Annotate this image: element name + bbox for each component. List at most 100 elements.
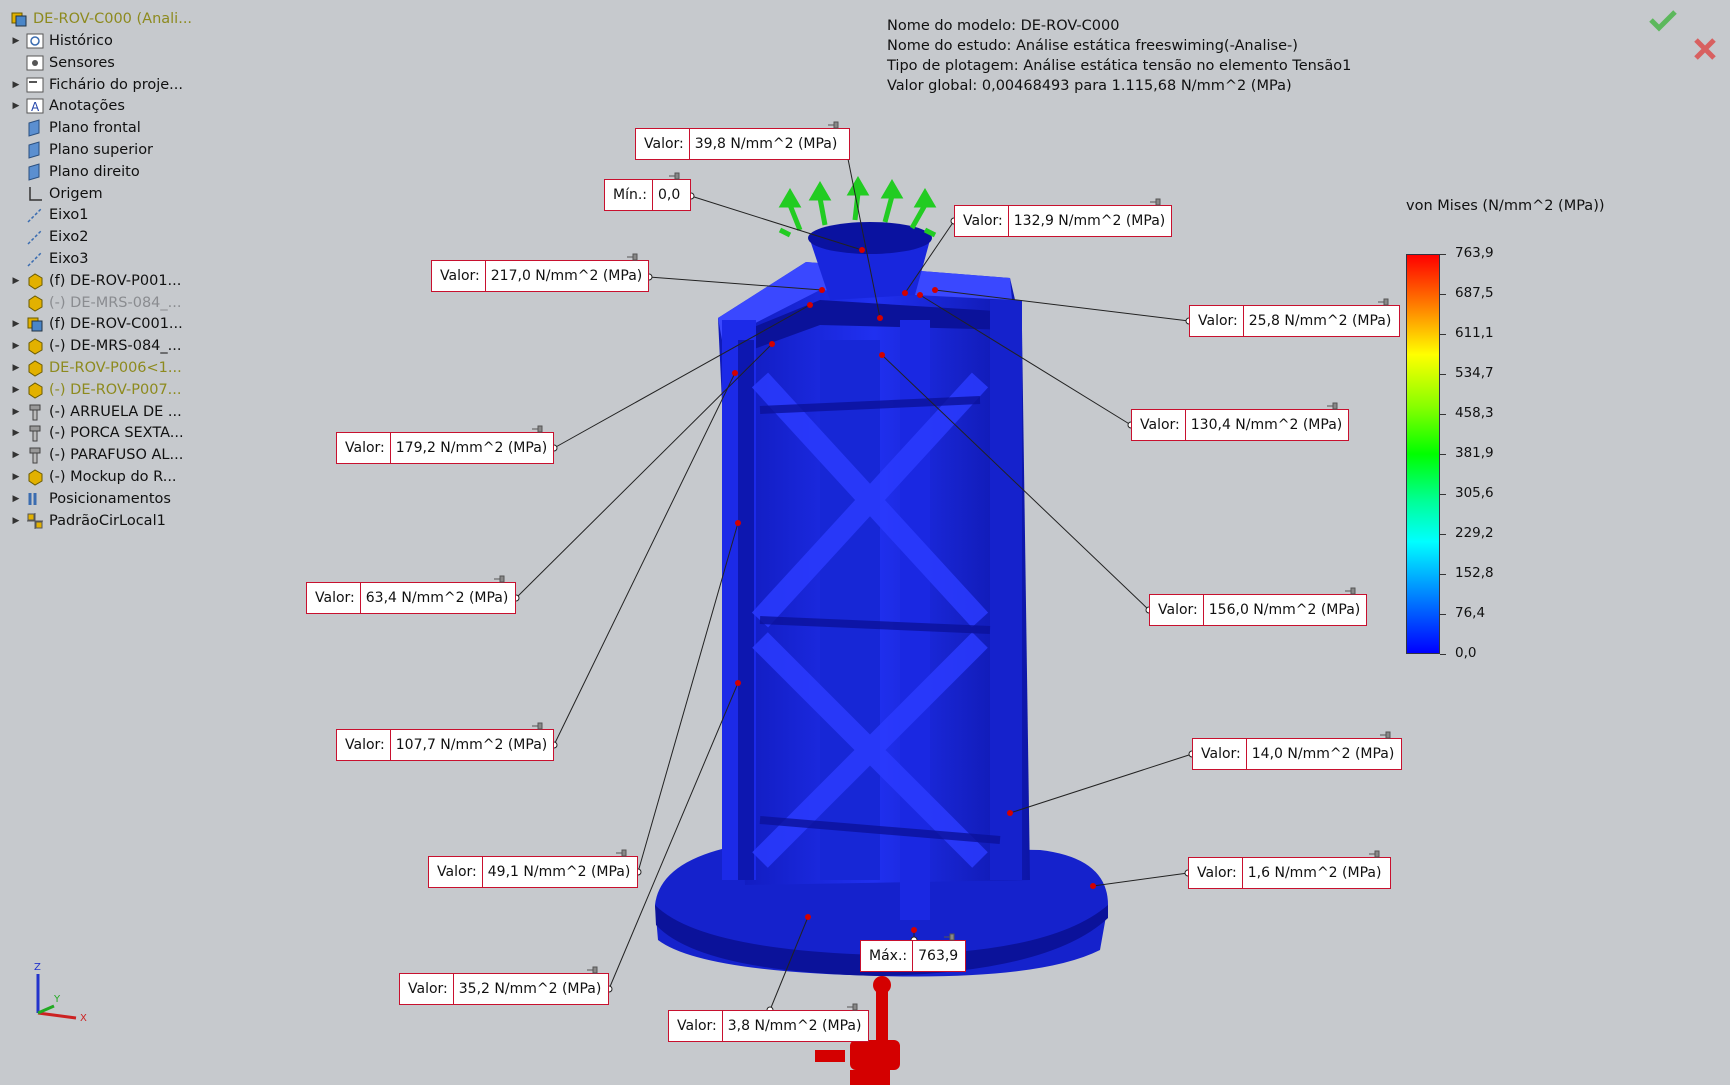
probe-callout[interactable]: Valor:130,4 N/mm^2 (MPa) (1131, 409, 1349, 441)
tree-item[interactable]: Sensores (8, 52, 198, 74)
pin-icon[interactable] (532, 418, 544, 433)
min-callout[interactable]: Mín.:0,0 (604, 179, 691, 211)
probe-callout[interactable]: Valor:25,8 N/mm^2 (MPa) (1189, 305, 1400, 337)
tree-item[interactable]: Plano frontal (8, 117, 198, 139)
expand-arrow-icon[interactable]: ▶ (12, 428, 20, 439)
tree-item[interactable]: ▶Fichário do proje... (8, 74, 198, 96)
pin-icon[interactable] (494, 568, 506, 583)
probe-callout[interactable]: Valor:156,0 N/mm^2 (MPa) (1149, 594, 1367, 626)
tree-item[interactable]: Plano direito (8, 161, 198, 183)
tree-item[interactable]: ▶(-) PORCA SEXTA... (8, 422, 198, 444)
callout-key: Valor: (1193, 739, 1247, 769)
probe-callout[interactable]: Valor:217,0 N/mm^2 (MPa) (431, 260, 649, 292)
leader-line (637, 522, 739, 873)
tree-item[interactable]: ▶ (f) DE-ROV-P001... (8, 270, 198, 292)
tree-item[interactable]: ▶Histórico (8, 30, 198, 52)
pin-icon[interactable] (669, 165, 681, 180)
pin-icon[interactable] (1327, 395, 1339, 410)
probe-point (902, 290, 908, 296)
tree-item[interactable]: ▶Posicionamentos (8, 488, 198, 510)
pin-icon[interactable] (1369, 843, 1381, 858)
pin-icon[interactable] (1150, 191, 1162, 206)
tree-item[interactable]: ▶ (f) DE-ROV-C001... (8, 313, 198, 335)
legend-tick (1440, 574, 1446, 575)
pin-icon[interactable] (1345, 580, 1357, 595)
expand-arrow-icon[interactable]: ▶ (12, 406, 20, 417)
probe-callout[interactable]: Valor:63,4 N/mm^2 (MPa) (306, 582, 516, 614)
tree-item[interactable]: Eixo2 (8, 226, 198, 248)
ok-check-icon[interactable] (1648, 8, 1678, 36)
callout-key: Valor: (955, 206, 1009, 236)
plane-icon (24, 163, 46, 181)
probe-callout[interactable]: Valor:14,0 N/mm^2 (MPa) (1192, 738, 1402, 770)
callout-key: Valor: (1189, 858, 1243, 888)
probe-point (932, 287, 938, 293)
callout-value: 763,9 (918, 948, 959, 964)
callout-value: 63,4 N/mm^2 (MPa) (365, 590, 509, 606)
callout-key: Valor: (1150, 595, 1204, 625)
pin-icon[interactable] (1378, 291, 1390, 306)
tree-item[interactable]: ▶(-) ARRUELA DE ... (8, 401, 198, 423)
callout-key: Valor: (429, 857, 483, 887)
probe-callout[interactable]: Valor:39,8 N/mm^2 (MPa) (635, 128, 850, 160)
probe-points (732, 247, 1096, 933)
close-icon[interactable] (1692, 36, 1718, 66)
probe-callout[interactable]: Valor:107,7 N/mm^2 (MPa) (336, 729, 554, 761)
max-callout[interactable]: Máx.:763,9 (860, 940, 966, 972)
expand-arrow-icon[interactable]: ▶ (12, 450, 20, 461)
pin-icon[interactable] (944, 926, 956, 941)
tree-item[interactable]: ▶(-) DE-MRS-084_... (8, 335, 198, 357)
callout-key: Valor: (432, 261, 486, 291)
expand-arrow-icon[interactable]: ▶ (12, 472, 20, 482)
tree-item[interactable]: ▶(-) PARAFUSO AL... (8, 444, 198, 466)
tree-item[interactable]: Plano superior (8, 139, 198, 161)
tree-item[interactable]: Eixo3 (8, 248, 198, 270)
expand-arrow-icon[interactable]: ▶ (12, 384, 20, 395)
probe-callout[interactable]: Valor:132,9 N/mm^2 (MPa) (954, 205, 1172, 237)
tree-item-label: (f) DE-ROV-P001... (49, 272, 182, 289)
fastener-icon (24, 424, 46, 442)
legend-tick-label: 687,5 (1455, 285, 1494, 301)
tree-item[interactable]: (-) DE-MRS-084_... (8, 292, 198, 314)
tree-item-label: (-) Mockup do R... (49, 469, 177, 485)
expand-arrow-icon[interactable]: ▶ (12, 515, 20, 526)
tree-item[interactable]: ▶ (-) Mockup do R... (8, 466, 198, 488)
mate-icon (24, 490, 46, 508)
pin-icon[interactable] (616, 842, 628, 857)
tree-item-label: Eixo3 (49, 251, 89, 267)
probe-callout[interactable]: Valor:179,2 N/mm^2 (MPa) (336, 432, 554, 464)
tree-item[interactable]: ▶DE-ROV-P006<1... (8, 357, 198, 379)
tree-root[interactable]: DE-ROV-C000 (Anali... (8, 8, 198, 30)
probe-callout[interactable]: Valor:49,1 N/mm^2 (MPa) (428, 856, 638, 888)
triad-x-label: X (80, 1013, 87, 1024)
expand-arrow-icon[interactable]: ▶ (12, 493, 20, 504)
leader-line (1009, 753, 1193, 814)
tree-item-label: (-) DE-MRS-084_... (49, 294, 182, 311)
expand-arrow-icon[interactable]: ▶ (12, 341, 20, 352)
tree-item[interactable]: Origem (8, 183, 198, 205)
tree-item-label: (f) DE-ROV-C001... (49, 316, 183, 333)
pin-icon[interactable] (847, 996, 859, 1011)
tree-item[interactable]: ▶PadrãoCirLocal1 (8, 510, 198, 532)
tree-item[interactable]: ▶(-) DE-ROV-P007... (8, 379, 198, 401)
expand-arrow-icon[interactable]: ▶ (12, 363, 20, 373)
expand-arrow-icon[interactable]: ▶ (12, 101, 20, 112)
pin-icon[interactable] (587, 959, 599, 974)
pin-icon[interactable] (532, 715, 544, 730)
pin-icon[interactable] (1380, 724, 1392, 739)
legend-tick (1440, 374, 1446, 375)
probe-callout[interactable]: Valor:3,8 N/mm^2 (MPa) (668, 1010, 869, 1042)
pin-icon[interactable] (828, 114, 840, 129)
expand-arrow-icon[interactable]: ▶ (12, 79, 20, 90)
tree-item[interactable]: Eixo1 (8, 204, 198, 226)
expand-arrow-icon[interactable]: ▶ (12, 36, 20, 46)
legend-tick (1440, 414, 1446, 415)
pin-icon[interactable] (627, 246, 639, 261)
expand-arrow-icon[interactable]: ▶ (12, 319, 20, 330)
probe-callout[interactable]: Valor:1,6 N/mm^2 (MPa) (1188, 857, 1391, 889)
expand-arrow-icon[interactable]: ▶ (12, 275, 20, 286)
probe-callout[interactable]: Valor:35,2 N/mm^2 (MPa) (399, 973, 609, 1005)
leader-line (881, 354, 1150, 611)
